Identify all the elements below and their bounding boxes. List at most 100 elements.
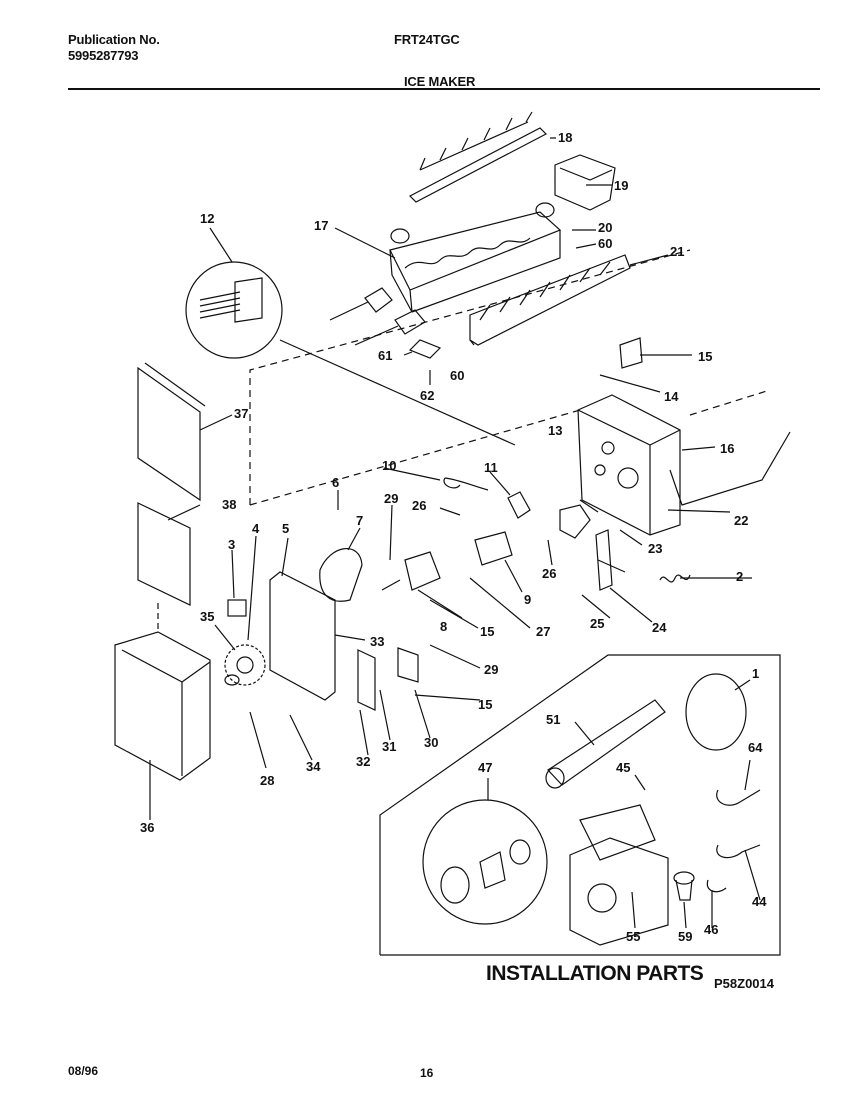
callout: 15 xyxy=(480,624,494,639)
callout: 61 xyxy=(378,348,392,363)
publication-number: 5995287793 xyxy=(68,48,139,63)
callout: 60 xyxy=(598,236,612,251)
callout: 59 xyxy=(678,929,692,944)
callout: 28 xyxy=(260,773,274,788)
instruction-sheet xyxy=(137,362,206,502)
callout: 1 xyxy=(752,666,759,681)
callout: 20 xyxy=(598,220,612,235)
ice-mold xyxy=(389,202,562,313)
callout: 51 xyxy=(546,712,560,727)
callout: 21 xyxy=(670,244,684,259)
clamp-3 xyxy=(706,879,727,893)
callout: 27 xyxy=(536,624,550,639)
section-title: ICE MAKER xyxy=(404,74,476,89)
clamp xyxy=(716,789,761,806)
callout: 5 xyxy=(282,521,289,536)
callout: 23 xyxy=(648,541,662,556)
callout: 9 xyxy=(524,592,531,607)
callout: 37 xyxy=(234,406,248,421)
clamp-2 xyxy=(716,844,761,859)
callout-labels: 18 19 20 60 21 17 1 2 61 60 62 15 14 13 1… xyxy=(140,130,767,944)
thermostat-bracket xyxy=(357,649,376,711)
callout: 46 xyxy=(704,922,718,937)
callout: 22 xyxy=(734,513,748,528)
callout: 17 xyxy=(314,218,328,233)
linkage-arm xyxy=(595,529,626,591)
dashed-enclosure xyxy=(249,249,691,505)
callout: 7 xyxy=(356,513,363,528)
callout: 62 xyxy=(420,388,434,403)
page-number: 16 xyxy=(420,1066,434,1080)
callout: 4 xyxy=(252,521,260,536)
ejector-shaft xyxy=(408,111,548,203)
wiring-harness-detail xyxy=(185,261,283,359)
clip xyxy=(408,339,442,359)
bracket xyxy=(507,491,531,519)
callout: 18 xyxy=(558,130,572,145)
callout: 55 xyxy=(626,929,640,944)
callout: 2 xyxy=(736,569,743,584)
callout: 34 xyxy=(306,759,321,774)
mold-shield xyxy=(469,254,631,346)
heater-terminal xyxy=(329,287,393,321)
callout: 47 xyxy=(478,760,492,775)
callout: 32 xyxy=(356,754,370,769)
front-cover xyxy=(114,631,211,781)
callout: 6 xyxy=(332,475,339,490)
washer xyxy=(673,871,695,885)
callout: 36 xyxy=(140,820,154,835)
shutoff-arm xyxy=(669,431,791,506)
callout: 35 xyxy=(200,609,214,624)
thermostat xyxy=(227,599,247,617)
callout: 45 xyxy=(616,760,630,775)
installation-parts-title: INSTALLATION PARTS xyxy=(486,962,704,985)
publication-label: Publication No. xyxy=(68,32,160,47)
callout: 10 xyxy=(382,458,396,473)
callout: 19 xyxy=(614,178,628,193)
motor xyxy=(319,548,363,602)
switch xyxy=(619,337,643,369)
fill-tube xyxy=(547,699,666,786)
callout: 33 xyxy=(370,634,384,649)
diagram-code: P58Z0014 xyxy=(714,976,774,991)
heater-terminal-2 xyxy=(354,309,426,346)
valve-detail xyxy=(422,799,548,925)
callout: 38 xyxy=(222,497,236,512)
model-number: FRT24TGC xyxy=(394,32,460,47)
mounting-plate xyxy=(269,571,336,701)
drive-gear xyxy=(224,644,266,686)
switch-2 xyxy=(381,551,441,591)
callout: 26 xyxy=(412,498,426,513)
switch-3 xyxy=(397,647,419,683)
callout: 44 xyxy=(752,894,767,909)
callout: 15 xyxy=(478,697,492,712)
callout: 13 xyxy=(548,423,562,438)
cam-sleeve xyxy=(474,531,513,566)
callout: 26 xyxy=(542,566,556,581)
callout: 31 xyxy=(382,739,396,754)
callout: 8 xyxy=(440,619,447,634)
spring xyxy=(659,574,691,583)
installation-parts-box xyxy=(379,654,781,956)
callout: 14 xyxy=(664,389,679,404)
callout: 16 xyxy=(720,441,734,456)
callout: 15 xyxy=(698,349,712,364)
water-valve xyxy=(569,804,669,946)
callout: 29 xyxy=(384,491,398,506)
wiring-label xyxy=(137,502,191,606)
lever-arm xyxy=(443,477,489,491)
callout: 29 xyxy=(484,662,498,677)
callout: 11 xyxy=(484,460,498,475)
fill-cup xyxy=(554,154,616,211)
control-housing xyxy=(577,394,681,536)
header-rule xyxy=(68,88,820,90)
callout: 60 xyxy=(450,368,464,383)
callout: 24 xyxy=(652,620,667,635)
footer-date: 08/96 xyxy=(68,1064,99,1078)
callout: 64 xyxy=(748,740,763,755)
callout: 3 xyxy=(228,537,235,552)
timing-cam xyxy=(559,504,591,539)
callout: 25 xyxy=(590,616,604,631)
callout: 30 xyxy=(424,735,438,750)
